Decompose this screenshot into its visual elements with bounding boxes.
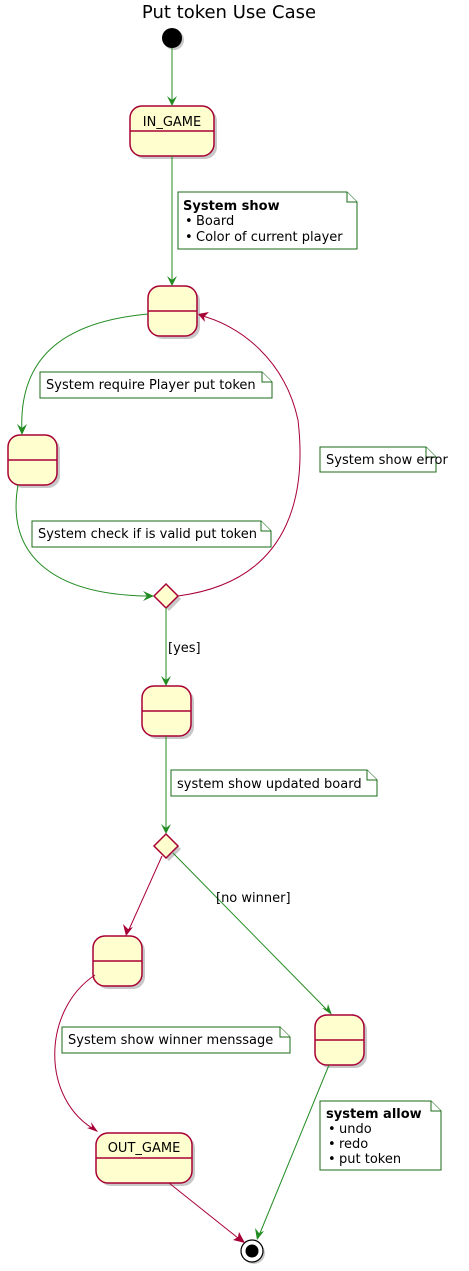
- state-winner: [92, 935, 145, 989]
- state-label-in-game: IN_GAME: [143, 115, 201, 130]
- edge-no-winner-end: [255, 1064, 330, 1240]
- edge-start-in-game: [167, 48, 177, 106]
- note-bullet: •: [328, 1137, 336, 1152]
- note-show-error-text: System show error: [326, 453, 448, 468]
- edge-error-loop: [177, 312, 301, 597]
- edge-show-require: [17, 313, 149, 435]
- edge-yes: [161, 608, 171, 686]
- note-system-show: System show • Board • Color of current p…: [177, 191, 358, 250]
- note-system-allow: system allow • undo • redo • put token: [319, 1100, 442, 1171]
- note-item-color: Color of current player: [196, 230, 343, 245]
- edge-no-winner: [172, 852, 332, 1015]
- note-bullet: •: [185, 214, 193, 229]
- note-updated-board: system show updated board: [170, 769, 378, 797]
- final-state: [240, 1239, 265, 1264]
- state-no-winner: [314, 1014, 367, 1068]
- note-system-allow-title: system allow: [326, 1107, 422, 1122]
- note-item-undo: undo: [339, 1122, 372, 1137]
- note-winner-message-text: System show winner menssage: [68, 1033, 273, 1048]
- guard-no-winner: [no winner]: [216, 891, 291, 906]
- note-winner-message: System show winner menssage: [61, 1026, 291, 1054]
- edge-require-choice: [15, 484, 154, 601]
- initial-state: [162, 28, 182, 48]
- guard-yes: [yes]: [168, 641, 201, 656]
- edge-winner-out: [54, 974, 98, 1132]
- note-item-redo: redo: [339, 1137, 368, 1152]
- state-put-token: [141, 685, 194, 739]
- state-label-out-game: OUT_GAME: [108, 1141, 181, 1156]
- note-item-put-token: put token: [339, 1152, 401, 1167]
- state-require-put: [7, 434, 60, 488]
- note-require-put-text: System require Player put token: [46, 378, 256, 393]
- edge-out-end: [168, 1182, 245, 1243]
- state-out-game: OUT_GAME: [95, 1132, 195, 1186]
- note-bullet: •: [328, 1122, 336, 1137]
- note-bullet: •: [328, 1152, 336, 1167]
- note-check-valid-text: System check if is valid put token: [38, 527, 257, 542]
- note-updated-board-text: system show updated board: [177, 777, 362, 792]
- edge-in-game-show: [167, 156, 177, 286]
- note-check-valid: System check if is valid put token: [31, 520, 272, 548]
- note-system-show-title: System show: [183, 199, 280, 214]
- note-show-error: System show error: [319, 446, 448, 473]
- note-item-board: Board: [196, 214, 234, 229]
- edge-winner: [123, 855, 163, 936]
- note-bullet: •: [185, 230, 193, 245]
- edge-put-choice: [161, 736, 171, 834]
- diagram-title: Put token Use Case: [142, 2, 316, 23]
- state-in-game: IN_GAME: [129, 105, 217, 159]
- note-require-put: System require Player put token: [39, 371, 273, 399]
- choice-valid-put: [152, 582, 181, 611]
- state-show-board: [147, 285, 200, 339]
